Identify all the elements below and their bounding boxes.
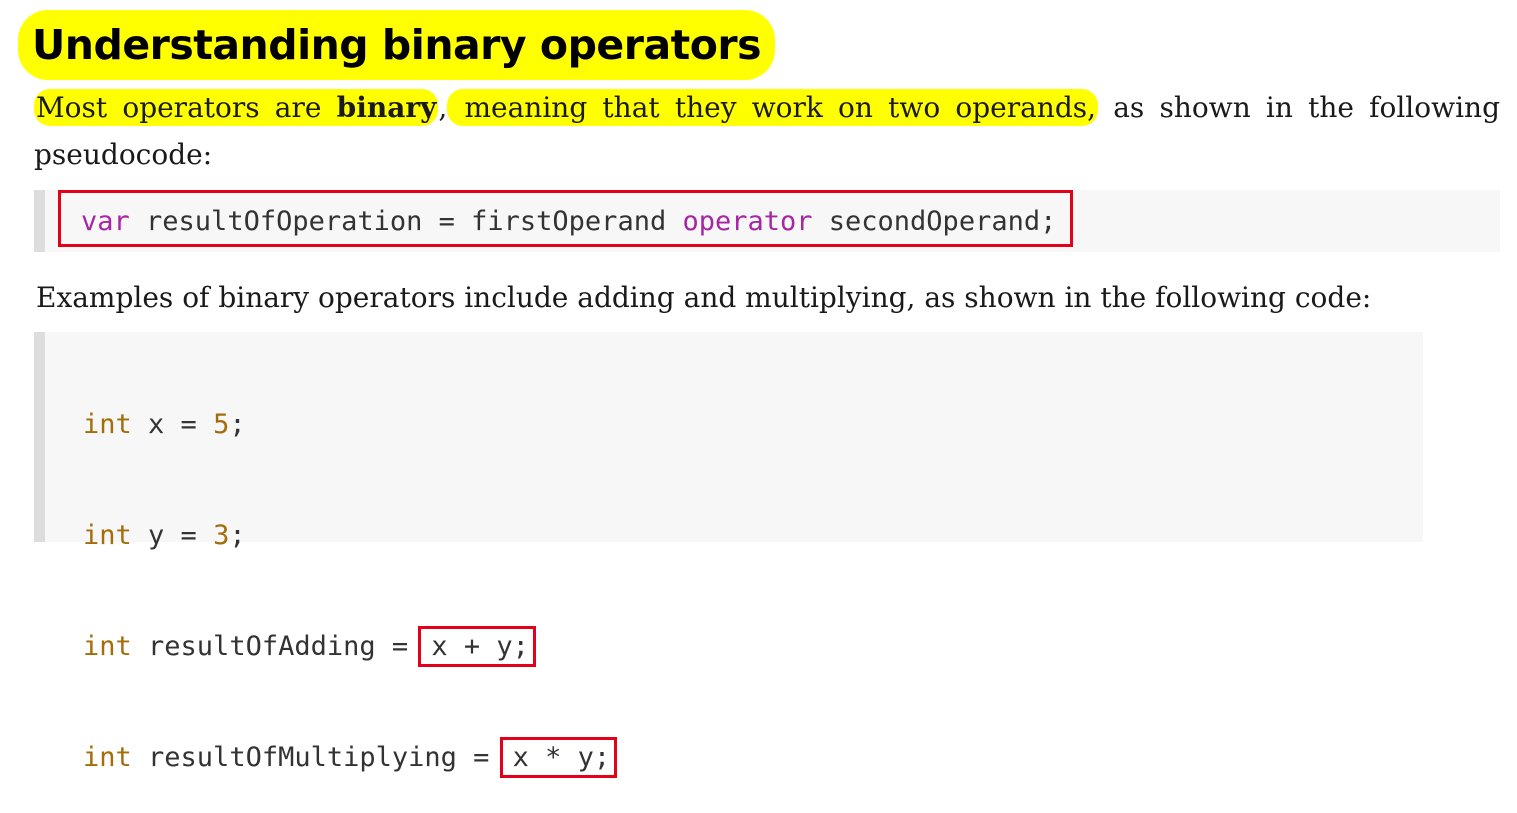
keyword-var: var	[81, 206, 130, 237]
code-semicolon: ;	[229, 520, 246, 551]
intro-comma: ,	[438, 91, 448, 124]
intro-paragraph: Most operators are binary, meaning that …	[34, 84, 1500, 178]
example-code-lines: int x = 5; int y = 3; int resultOfAdding…	[83, 338, 618, 813]
pseudocode-part2: secondOperand;	[812, 206, 1057, 237]
code-text: x =	[131, 409, 214, 440]
examples-paragraph: Examples of binary operators include add…	[36, 281, 1372, 314]
pseudocode-line: var resultOfOperation = firstOperand ope…	[58, 190, 1074, 247]
boxed-expression-multiplying: x * y;	[499, 737, 618, 778]
code-semicolon: ;	[229, 409, 246, 440]
code-line-multiplying: int resultOfMultiplying = x * y;	[83, 733, 618, 782]
type-keyword: int	[83, 409, 132, 440]
number-literal: 5	[213, 409, 230, 440]
code-text: resultOfAdding =	[131, 631, 425, 662]
code-line-x: int x = 5;	[83, 400, 617, 449]
highlight-span-1: Most operators are binary	[34, 89, 439, 126]
code-text: y =	[131, 520, 214, 551]
page-heading: Understanding binary operators	[32, 21, 762, 69]
code-line-y: int y = 3;	[83, 511, 617, 560]
code-text: resultOfMultiplying =	[131, 742, 506, 773]
type-keyword: int	[83, 520, 132, 551]
code-line-adding: int resultOfAdding = x + y;	[83, 622, 617, 671]
number-literal: 3	[213, 520, 230, 551]
pseudocode-part1: resultOfOperation = firstOperand	[129, 206, 683, 237]
keyword-operator: operator	[682, 206, 813, 237]
example-code-block	[34, 332, 1423, 542]
boxed-expression-adding: x + y;	[418, 626, 536, 667]
intro-text-1: Most operators are	[36, 91, 337, 124]
highlight-span-2: meaning that they work on two operands,	[447, 89, 1099, 126]
pseudocode-block	[34, 190, 1500, 252]
bold-binary: binary	[336, 91, 437, 124]
type-keyword: int	[83, 742, 132, 773]
heading-highlight: Understanding binary operators	[18, 10, 776, 80]
type-keyword: int	[83, 631, 132, 662]
intro-text-rest: as shown in the following pseudocode:	[34, 91, 1500, 171]
